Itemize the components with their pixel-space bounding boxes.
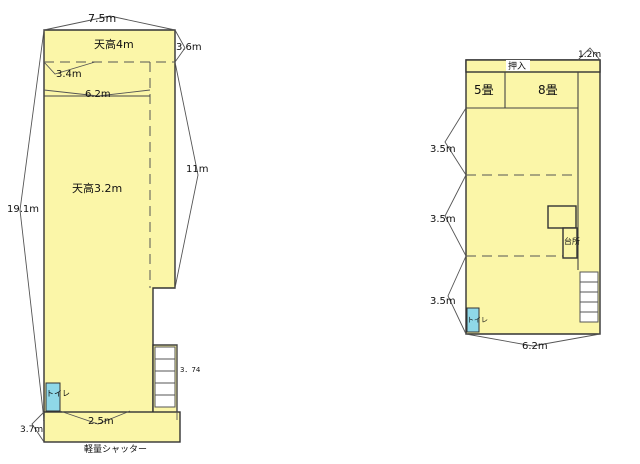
left-dim-6-2-label: 6.2m [85, 89, 111, 100]
stair-step [579, 271, 599, 283]
left-ceiling-3-2-label: 天高3.2m [72, 181, 122, 195]
stair-step [154, 358, 176, 372]
dim-line-3-5-b [444, 174, 467, 257]
right-floor-plan: 押入 1.2m 5畳 8畳 3.5m 3.5m 台所 3.5m トイレ 6.2m [430, 47, 601, 352]
stair-step [154, 382, 176, 396]
left-dim-3-4-label: 3.4m [56, 69, 82, 80]
left-dim-3-74-label: 3．74 [180, 366, 201, 374]
dim-line-width-top [43, 15, 176, 31]
left-length-label: 19.1m [7, 204, 39, 215]
stair-step [579, 281, 599, 293]
stair-step [579, 291, 599, 303]
left-dim-3-7-label: 3.7m [20, 425, 43, 435]
dim-line-3-4 [43, 61, 96, 75]
right-kitchen-label: 台所 [564, 236, 580, 246]
left-dim-2-5-label: 2.5m [88, 416, 114, 427]
right-closet-strip [465, 59, 601, 73]
left-front-strip [43, 411, 181, 443]
dim-line-length [19, 29, 45, 421]
left-dim-11-label: 11m [186, 164, 208, 175]
right-dim-3-5-b-label: 3.5m [430, 214, 456, 225]
dim-line-6-2-bottom [465, 333, 601, 347]
left-toilet-room [45, 382, 61, 412]
dim-line-3-6 [174, 29, 186, 63]
dim-line-3-7 [31, 411, 45, 443]
left-stairs [154, 346, 176, 408]
right-room-8-label: 8畳 [538, 83, 558, 97]
left-width-top-label: 7.5m [88, 12, 116, 25]
dim-line-3-5-a [444, 107, 467, 176]
right-toilet-label: トイレ [467, 316, 488, 324]
left-toilet-label: トイレ [46, 389, 70, 398]
right-stairs [579, 271, 599, 323]
left-shutter-label: 軽量シャッター [84, 444, 147, 455]
dim-line-6-2 [43, 89, 151, 97]
left-ceiling-4-label: 天高4m [94, 37, 134, 51]
right-dim-3-5-a-label: 3.5m [430, 144, 456, 155]
right-toilet-room [466, 307, 480, 333]
right-width-bottom-label: 6.2m [522, 341, 548, 352]
right-room-5-label: 5畳 [474, 83, 494, 97]
dim-line-1-2 [577, 47, 601, 61]
stair-step [154, 370, 176, 384]
left-floor-plan: 7.5m 天高4m 3.6m 3.4m 6.2m 天高3.2m 11m 19.1… [7, 12, 208, 455]
stair-step [154, 394, 176, 408]
closet-label-bg [506, 60, 530, 71]
dim-line-2-5 [59, 410, 131, 425]
stair-step [579, 311, 599, 323]
right-dim-3-5-c-label: 3.5m [430, 296, 456, 307]
right-kitchen-counter [547, 205, 577, 229]
dim-line-11 [174, 61, 199, 289]
dim-line-3-5-c [447, 255, 467, 335]
stair-step [579, 301, 599, 313]
right-closet-label: 押入 [508, 60, 526, 72]
right-kitchen-area [562, 227, 578, 259]
left-dim-3-6-label: 3.6m [176, 42, 202, 53]
right-dim-1-2-label: 1.2m [578, 50, 601, 60]
stair-step [154, 346, 176, 360]
